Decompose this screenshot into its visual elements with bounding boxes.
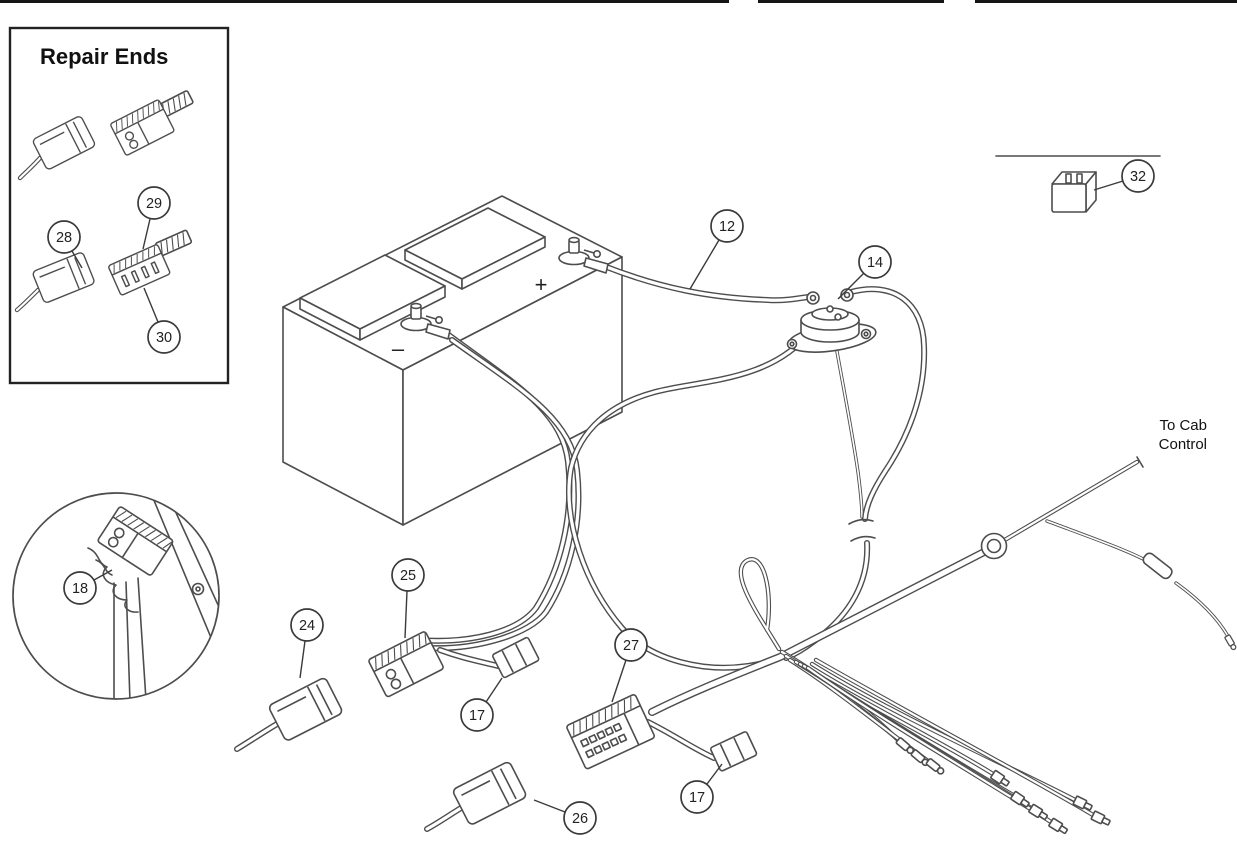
svg-text:32: 32 (1130, 169, 1146, 185)
svg-text:30: 30 (156, 330, 172, 346)
jumper-27-to-17 (648, 722, 714, 758)
to-cab-control-label-line1: To Cab (1159, 417, 1207, 434)
connector-17-lower (709, 730, 759, 773)
connector-26 (451, 760, 528, 827)
svg-text:29: 29 (146, 196, 162, 212)
callout-18: 18 (63, 569, 113, 605)
callout-29: 29 (137, 186, 171, 250)
svg-text:27: 27 (623, 638, 639, 654)
repair-plug-cable-top (20, 158, 40, 178)
solenoid-loop-cable-upper (851, 289, 924, 519)
callout-25: 25 (391, 558, 425, 639)
relay-prong (1065, 173, 1072, 184)
harness-trunk (652, 456, 1144, 712)
to-cab-control-label-line2: Control (1159, 436, 1207, 453)
battery-side-face (402, 256, 623, 526)
svg-text:12: 12 (719, 219, 735, 235)
repair-ends-panel: Repair Ends (8, 26, 230, 385)
callout-32: 32 (1093, 159, 1155, 193)
inline-connector (1142, 552, 1173, 580)
battery-minus-sign: – (392, 336, 405, 361)
signal-wire (1045, 519, 1237, 652)
cables (418, 266, 924, 668)
cable-break-marks (848, 518, 876, 542)
callout-30: 30 (143, 287, 181, 354)
callouts: 12 14 32 25 24 17 27 17 26 18 28 29 (47, 159, 1155, 835)
spade-terminals (989, 769, 1112, 837)
callout-27: 27 (611, 628, 648, 703)
repair-ends-box (8, 26, 230, 385)
connector-24-cable (237, 724, 277, 749)
battery-cell-cover-right (404, 207, 546, 290)
repair-plug-female-bottom (107, 243, 172, 297)
connector-27 (565, 693, 656, 771)
repair-plug-cable-bottom (17, 290, 38, 310)
harness (652, 456, 1237, 837)
page-border-lines (0, 0, 1237, 157)
svg-text:18: 18 (72, 581, 88, 597)
positive-battery-cable (604, 266, 808, 300)
svg-text:28: 28 (56, 230, 72, 246)
repair-ends-title: Repair Ends (40, 44, 168, 69)
callout-28: 28 (47, 220, 83, 269)
connector-24 (267, 676, 344, 743)
battery-cell-cover-left (299, 254, 446, 341)
repair-plug-male-bottom (31, 250, 96, 305)
svg-text:14: 14 (867, 255, 883, 271)
battery (282, 195, 623, 526)
connector-17-upper (491, 636, 541, 679)
harness-branch-wires (782, 652, 1093, 822)
callout-12: 12 (689, 209, 744, 290)
svg-text:24: 24 (299, 618, 315, 634)
callout-26: 26 (533, 799, 597, 835)
grommet (980, 532, 1008, 560)
solenoid-loop-cable-lower (786, 543, 867, 658)
detail-connector (96, 505, 175, 577)
svg-text:17: 17 (689, 790, 705, 806)
harness-pigtail-loop (741, 559, 779, 649)
callout-17-lower: 17 (680, 763, 723, 814)
svg-text:17: 17 (469, 708, 485, 724)
callout-24: 24 (290, 608, 324, 679)
detail-bolt (191, 582, 205, 596)
battery-terminals: + – (392, 236, 609, 361)
relay-prong (1076, 173, 1083, 184)
battery-plus-sign: + (535, 272, 548, 297)
relay-32 (1051, 171, 1097, 213)
signal-wire-end-terminal (1223, 633, 1237, 652)
detail-wires (113, 577, 147, 699)
callout-14: 14 (837, 245, 892, 300)
connector-26-cable (427, 808, 461, 829)
jumper-25-to-17 (440, 650, 498, 666)
callout-17-upper: 17 (460, 677, 503, 732)
detail-view-18 (12, 492, 220, 700)
svg-text:25: 25 (400, 568, 416, 584)
repair-plug-male-top (31, 114, 97, 171)
solenoid (786, 288, 877, 353)
svg-text:26: 26 (572, 811, 588, 827)
detail-circle-outline (12, 492, 220, 700)
